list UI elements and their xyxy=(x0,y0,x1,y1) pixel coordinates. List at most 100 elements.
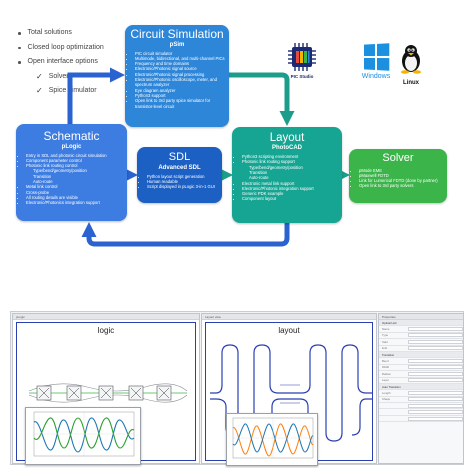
schematic-feature-list: Entry in SDL and photonic circuit simula… xyxy=(16,153,127,206)
list-item: Python3 support xyxy=(135,93,229,98)
circuit-simulation-box: Circuit Simulation pSim PIC circuit simu… xyxy=(125,25,229,127)
logic-schematic-graphic xyxy=(28,383,188,403)
list-item: Frequency and time domains xyxy=(135,61,229,66)
properties-section[interactable]: Transition xyxy=(379,351,463,359)
properties-tab-bar: Properties xyxy=(379,314,463,320)
list-item: pMode EME xyxy=(359,168,447,173)
feature-bullet: Open interface options xyxy=(18,55,104,70)
windows-icon xyxy=(364,43,390,71)
layout-subtitle: PhotoCAD xyxy=(272,145,302,152)
layout-label: layout xyxy=(278,326,300,335)
chip-icon xyxy=(287,42,317,72)
property-input[interactable] xyxy=(408,397,463,402)
property-row: Width xyxy=(379,365,463,372)
list-item: Open link to 3rd party solvers xyxy=(359,183,447,188)
feature-list: Total solutions Closed loop optimization… xyxy=(18,26,104,99)
property-input[interactable] xyxy=(408,365,463,370)
linux-label: Linux xyxy=(403,80,419,86)
property-row: Type xyxy=(379,333,463,340)
sdl-subtitle: Advanced SDL xyxy=(158,164,201,171)
list-item: Component layout xyxy=(242,196,342,201)
list-item: Electronic/Photonics integration support xyxy=(26,200,127,205)
list-item: Eye diagram analyzer xyxy=(135,88,229,93)
list-item: Link for Lumerical FDTD (done by partner… xyxy=(359,178,447,183)
schematic-box: Schematic pLogic Entry in SDL and photon… xyxy=(16,124,127,221)
property-input[interactable] xyxy=(408,339,463,344)
flow-arrows xyxy=(67,67,350,247)
list-item: Metal link control xyxy=(26,184,127,189)
solver-feature-list: pMode EME pMaxwell FDTD Link for Lumeric… xyxy=(349,168,447,189)
schematic-subtitle: pLogic xyxy=(61,143,82,150)
property-input[interactable] xyxy=(408,410,463,415)
list-item: pMaxwell FDTD xyxy=(359,173,447,178)
list-subitem: Type/bend/geometry/position xyxy=(33,168,87,174)
list-item: Open link to 3rd party spice simulator f… xyxy=(135,98,229,109)
windows-logo: Windows xyxy=(356,43,396,80)
layout-tab[interactable]: Layout view xyxy=(205,314,221,319)
list-subitem: Auto-route xyxy=(33,179,53,185)
arrow-circuit-to-layout xyxy=(229,72,295,126)
list-item: Photonic link routing support xyxy=(242,159,342,164)
layout-title: Layout xyxy=(269,132,305,144)
circuit-subtitle: pSim xyxy=(169,41,185,48)
sdl-title: SDL xyxy=(168,151,191,163)
property-input[interactable] xyxy=(408,403,463,408)
list-item: Script displayed in pLogic 3-in-1 GUI xyxy=(147,184,222,189)
list-item: Photonic link routing control xyxy=(26,163,127,168)
pic-studio-label: PIC Studio xyxy=(290,74,314,79)
sdl-box: SDL Advanced SDL Python layout script ge… xyxy=(137,147,222,203)
list-item: Entry in SDL and photonic circuit simula… xyxy=(26,153,127,158)
sdl-feature-list: Python layout script generation Human re… xyxy=(137,174,222,190)
property-input[interactable] xyxy=(408,359,463,364)
properties-section[interactable]: Optical Link xyxy=(379,320,463,327)
app-screenshot: pLogic logic xyxy=(10,311,464,466)
property-row xyxy=(379,403,463,410)
list-subitem: Transition xyxy=(249,169,268,175)
list-subitem: Auto-route xyxy=(249,175,269,181)
property-input[interactable] xyxy=(408,333,463,338)
list-item: Electronic metal link support xyxy=(242,181,342,186)
linux-logo: Linux xyxy=(398,44,424,86)
property-row: Layer xyxy=(379,378,463,384)
circuit-feature-list: PIC circuit simulator Multimode, bidirec… xyxy=(125,51,229,109)
list-item: Electronic/Photonic signal source xyxy=(135,66,229,71)
solver-box: Solver pMode EME pMaxwell FDTD Link for … xyxy=(349,149,447,203)
solver-title: Solver xyxy=(382,152,414,164)
property-input[interactable] xyxy=(408,327,463,332)
property-input[interactable] xyxy=(408,416,463,421)
property-row: Radius xyxy=(379,371,463,378)
property-row xyxy=(379,409,463,416)
property-row: Shape xyxy=(379,397,463,404)
list-item: PIC circuit simulator xyxy=(135,51,229,56)
list-item: Electronic/Photonic oscilloscope, meter,… xyxy=(135,77,229,88)
list-item: Multimode, bidirectional, and multi-chan… xyxy=(135,56,229,61)
list-item: Component parameter control xyxy=(26,158,127,163)
property-input[interactable] xyxy=(408,378,463,383)
list-item: Cross-probe xyxy=(26,190,127,195)
pic-studio-logo: PIC Studio xyxy=(283,42,321,90)
circuit-title: Circuit Simulation xyxy=(130,27,224,41)
layout-tab-bar: Layout view xyxy=(202,314,376,320)
layout-spectrum-plot xyxy=(226,413,318,466)
property-input[interactable] xyxy=(408,371,463,376)
properties-tab[interactable]: Properties xyxy=(382,314,396,319)
arrow-layout-to-schematic xyxy=(81,222,290,247)
logic-tab[interactable]: pLogic xyxy=(16,314,25,319)
arrow-schematic-to-circuit xyxy=(67,67,125,124)
list-item: Electronic/Photonic integration support xyxy=(242,186,342,191)
list-item: Human readable xyxy=(147,179,222,184)
property-row xyxy=(379,416,463,423)
properties-panel: Properties Optical Link Name Type Start … xyxy=(378,313,464,464)
check-icon: ✓ xyxy=(36,71,43,81)
property-input[interactable] xyxy=(408,390,463,395)
properties-section[interactable]: Auto Transition xyxy=(379,383,463,391)
list-item: Electronic/Photonic signal processing xyxy=(135,72,229,77)
schematic-title: Schematic xyxy=(43,129,100,143)
list-item: Generic PDK example xyxy=(242,191,342,196)
property-input[interactable] xyxy=(408,346,463,351)
property-row: Length xyxy=(379,390,463,397)
list-item: Python layout script generation xyxy=(147,174,222,179)
property-row: End xyxy=(379,346,463,352)
list-subitem: Type/bend/geometry/position xyxy=(249,164,303,170)
logic-tab-bar: pLogic xyxy=(13,314,199,320)
